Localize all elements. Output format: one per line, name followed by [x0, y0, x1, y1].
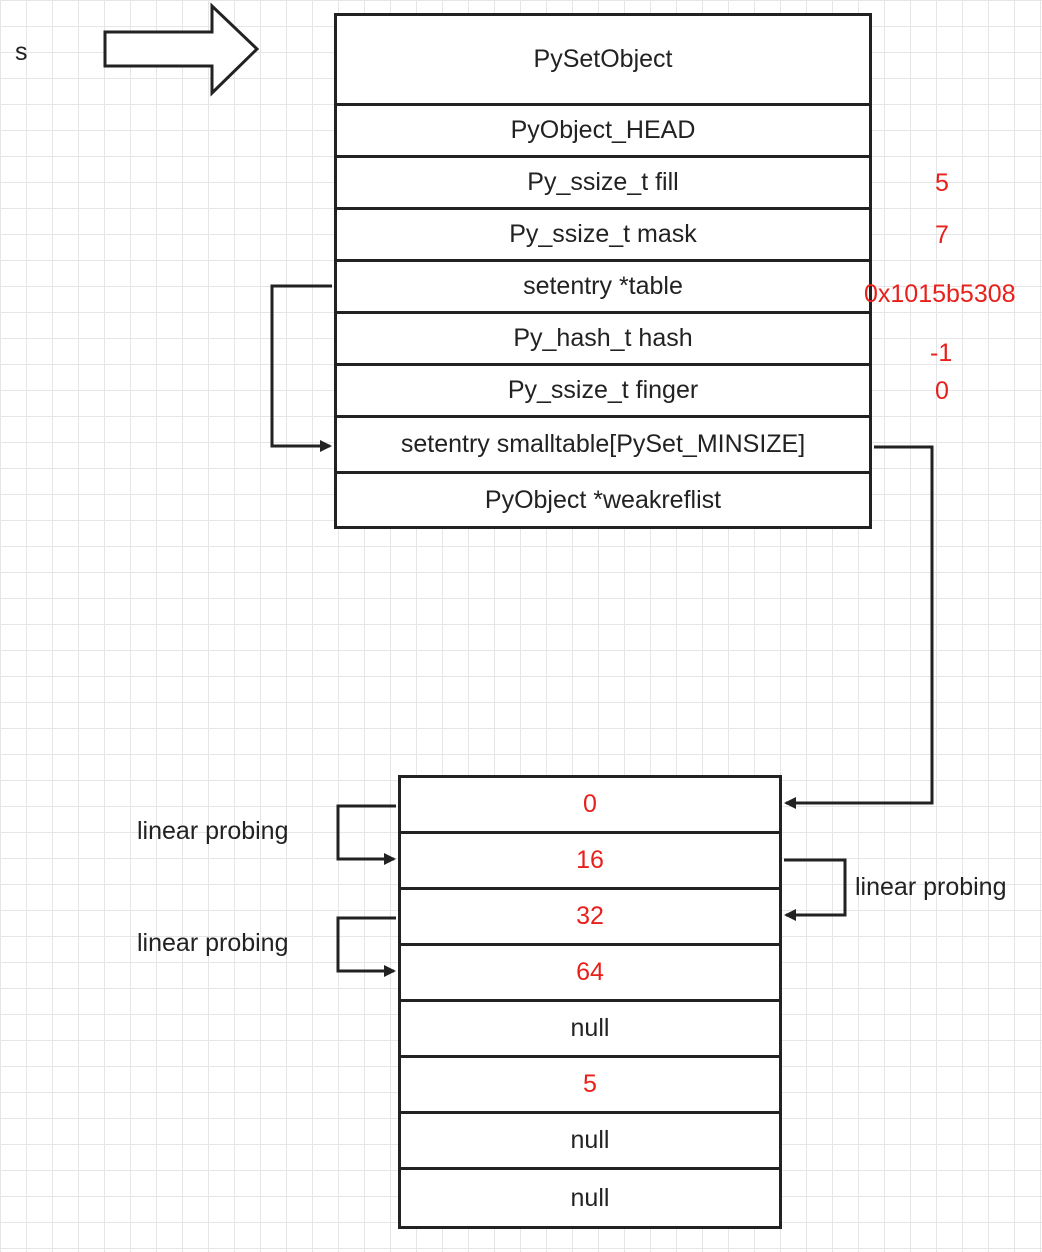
pysetobject-struct: PySetObject PyObject_HEAD Py_ssize_t fil… [334, 13, 872, 529]
probe-arrow-right [784, 858, 847, 921]
variable-label: s [15, 38, 28, 66]
field-table: setentry *table [337, 262, 869, 314]
slot-2: 32 [401, 890, 779, 946]
probing-label-left-2: linear probing [137, 929, 289, 957]
slot-4: null [401, 1002, 779, 1058]
struct-title: PySetObject [337, 16, 869, 106]
value-finger: 0 [935, 377, 949, 405]
field-ob-head: PyObject_HEAD [337, 106, 869, 158]
field-fill: Py_ssize_t fill [337, 158, 869, 210]
pointer-arrow-icon [103, 2, 260, 97]
smalltable-to-slot-arrow [784, 445, 934, 809]
probe-arrow-left-2 [336, 916, 396, 977]
value-fill: 5 [935, 169, 949, 197]
value-table: 0x1015b5308 [864, 280, 1016, 308]
slot-0: 0 [401, 778, 779, 834]
slot-7: null [401, 1170, 779, 1226]
table-to-smalltable-arrow [270, 284, 332, 452]
slot-1: 16 [401, 834, 779, 890]
field-weakreflist: PyObject *weakreflist [337, 474, 869, 526]
field-finger: Py_ssize_t finger [337, 366, 869, 418]
slot-5: 5 [401, 1058, 779, 1114]
field-smalltable: setentry smalltable[PySet_MINSIZE] [337, 418, 869, 474]
probe-arrow-left-1 [336, 804, 396, 865]
probing-label-right: linear probing [855, 873, 1007, 901]
value-mask: 7 [935, 221, 949, 249]
field-mask: Py_ssize_t mask [337, 210, 869, 262]
field-hash: Py_hash_t hash [337, 314, 869, 366]
probing-label-left-1: linear probing [137, 817, 289, 845]
smalltable-slots: 0 16 32 64 null 5 null null [398, 775, 782, 1229]
value-hash: -1 [930, 339, 953, 367]
slot-6: null [401, 1114, 779, 1170]
slot-3: 64 [401, 946, 779, 1002]
